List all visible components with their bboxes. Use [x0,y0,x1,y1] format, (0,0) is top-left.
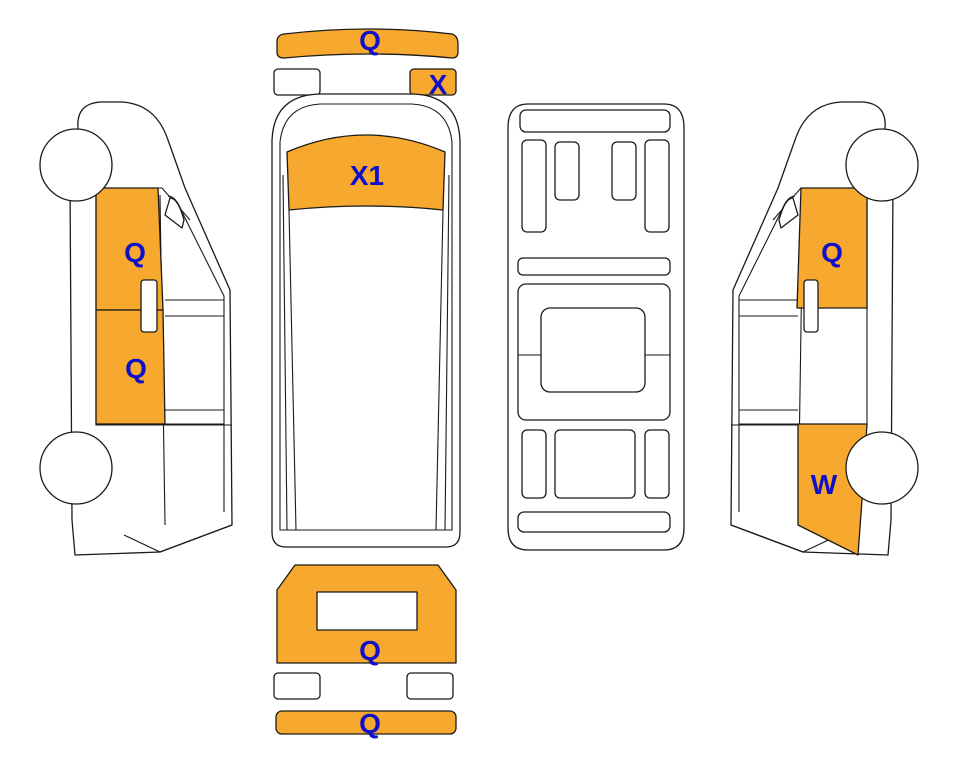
label-left-rear-panel: Q [125,353,147,384]
label-rear-doors: Q [359,635,381,666]
underside-view [507,103,685,551]
left-door-handle [140,279,158,333]
front-right-headlight[interactable] [409,68,457,96]
label-right-rear-quarter: W [811,469,838,500]
right-front-wheel[interactable] [845,128,919,202]
right-front-door[interactable] [796,187,868,309]
left-side-window-top [164,197,185,229]
damage-labels: Q X X1 Q Q Q W Q Q [124,25,843,739]
rear-window [316,591,418,631]
right-side-view [730,101,919,556]
label-hood: X1 [350,160,384,191]
label-right-front-door: Q [821,237,843,268]
front-windshield-strip[interactable] [276,28,459,59]
top-view [271,93,461,548]
rear-right-light[interactable] [406,672,454,700]
right-side-window-top [778,197,799,229]
right-rear-wheel[interactable] [845,431,919,505]
right-door-handle [803,279,819,333]
label-rear-bumper: Q [359,708,381,739]
rear-left-light[interactable] [273,672,321,700]
label-windshield-top: Q [359,25,381,56]
front-view [273,28,459,96]
rear-bumper[interactable] [275,710,457,735]
left-rear-wheel[interactable] [39,431,113,505]
rear-view [273,564,457,735]
label-front-right-light: X [429,69,448,100]
left-front-wheel[interactable] [39,128,113,202]
front-left-headlight[interactable] [273,68,321,96]
left-side-view [39,101,233,556]
label-left-front-door: Q [124,237,146,268]
